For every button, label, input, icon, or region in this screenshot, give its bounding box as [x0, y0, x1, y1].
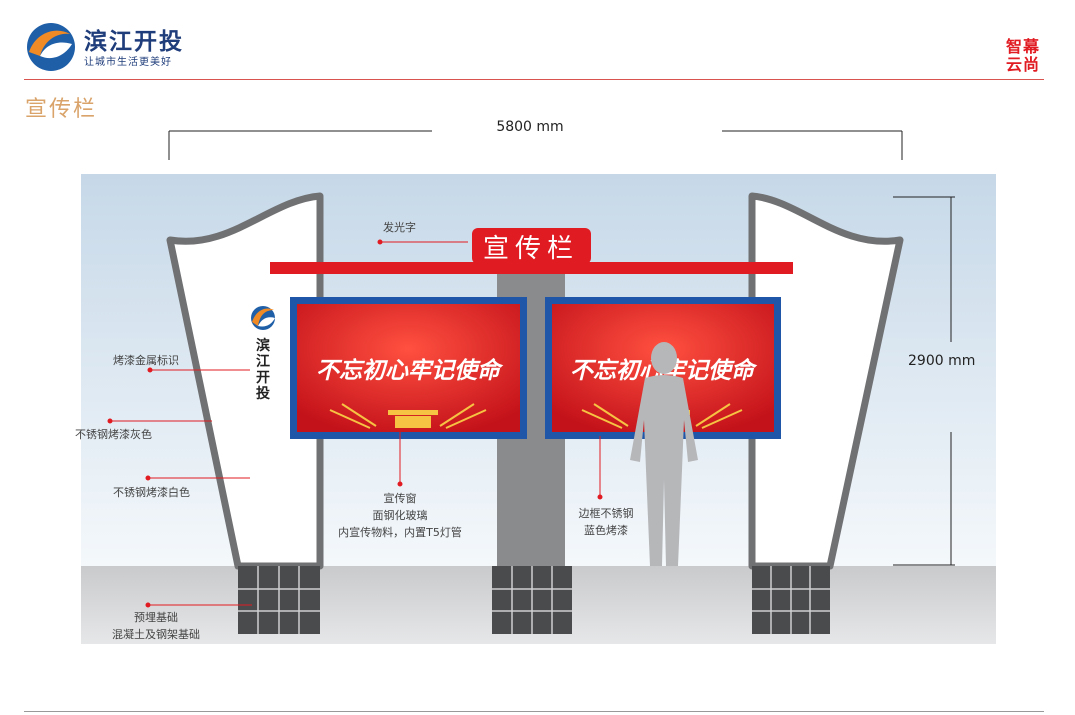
callout-window-line3: 内宣传物料，内置T5灯管 — [338, 526, 462, 539]
foundation-left — [238, 566, 320, 634]
callout-steel-gray: 不锈钢烤漆灰色 — [75, 428, 152, 441]
person-silhouette — [630, 342, 698, 566]
callout-frame-line2: 蓝色烤漆 — [584, 524, 628, 537]
callout-metal-logo: 烤漆金属标识 — [113, 354, 179, 367]
callout-foundation-line2: 混凝土及钢架基础 — [112, 628, 200, 641]
callout-window: 宣传窗 面钢化玻璃 内宣传物料，内置T5灯管 — [320, 490, 480, 541]
width-dimension-line — [168, 130, 903, 160]
side-logo-text: 滨江开投 — [256, 337, 270, 402]
callout-foundation: 预埋基础 混凝土及钢架基础 — [100, 609, 212, 643]
logo-name: 滨江开投 — [84, 29, 184, 55]
side-logo-char: 江 — [256, 353, 270, 370]
right-wing-panel — [748, 192, 904, 570]
callout-frame-line1: 边框不锈钢 — [578, 507, 634, 520]
height-dimension-line — [893, 196, 955, 566]
right-display-panel: 不忘初心牢记使命 — [545, 297, 781, 439]
side-logo-char: 滨 — [256, 337, 270, 354]
header-divider — [24, 79, 1044, 80]
side-logo-icon — [251, 306, 275, 330]
company-logo-icon — [27, 23, 75, 71]
callout-leaders — [107, 239, 603, 608]
callout-foundation-line1: 预埋基础 — [134, 611, 178, 624]
footer-divider — [24, 711, 1044, 712]
foundation-center — [492, 566, 572, 634]
left-panel-slogan: 不忘初心牢记使命 — [316, 357, 504, 384]
callout-window-line1: 宣传窗 — [383, 492, 417, 505]
top-beam — [270, 262, 793, 274]
callout-window-line2: 面钢化玻璃 — [372, 509, 428, 522]
left-display-panel: 不忘初心牢记使命 — [290, 297, 527, 439]
brand-mark: 智幕云尚 — [1005, 37, 1040, 74]
foundation-right — [752, 566, 830, 634]
title-sign-text: 宣传栏 — [483, 234, 579, 264]
side-logo-char: 投 — [256, 386, 270, 402]
callout-steel-white: 不锈钢烤漆白色 — [113, 486, 190, 499]
width-dimension-label: 5800 mm — [496, 119, 564, 135]
title-sign-box — [472, 228, 591, 264]
left-wing-panel — [166, 192, 324, 570]
callout-glow-text: 发光字 — [383, 221, 416, 234]
callout-frame: 边框不锈钢 蓝色烤漆 — [566, 505, 646, 539]
logo-slogan: 让城市生活更美好 — [84, 57, 172, 68]
page-title: 宣传栏 — [25, 97, 98, 122]
height-dimension-label: 2900 mm — [908, 353, 976, 369]
side-logo-char: 开 — [256, 370, 270, 386]
